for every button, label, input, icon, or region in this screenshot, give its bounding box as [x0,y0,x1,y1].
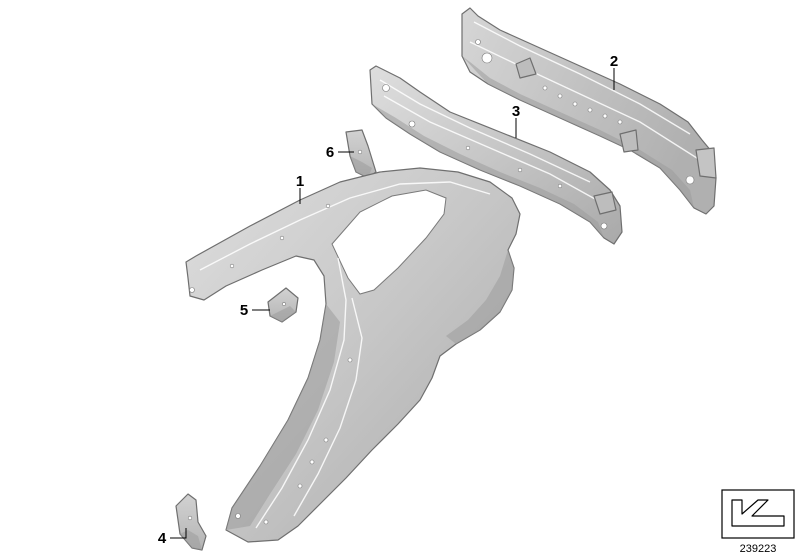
part-label-5: 5 [240,302,248,319]
part-label-2: 2 [610,53,618,70]
reference-arrow-icon [731,499,785,527]
reference-number: 239223 [740,543,777,555]
leader-4 [170,528,187,539]
part-labels: 1 2 3 4 5 6 [158,53,618,547]
part-label-4: 4 [158,530,167,547]
part-5-plate [267,287,299,323]
part-4-bracket [175,493,207,551]
part-6-bracket [345,129,377,179]
part-2-cross-member [461,7,717,215]
leader-lines [170,68,615,539]
part-3-rear-panel [369,65,623,245]
part-label-6: 6 [326,144,334,161]
part-label-1: 1 [296,173,304,190]
part-label-3: 3 [512,103,520,120]
part-1-side-frame [185,167,521,543]
reference-box: 239223 [721,489,795,555]
